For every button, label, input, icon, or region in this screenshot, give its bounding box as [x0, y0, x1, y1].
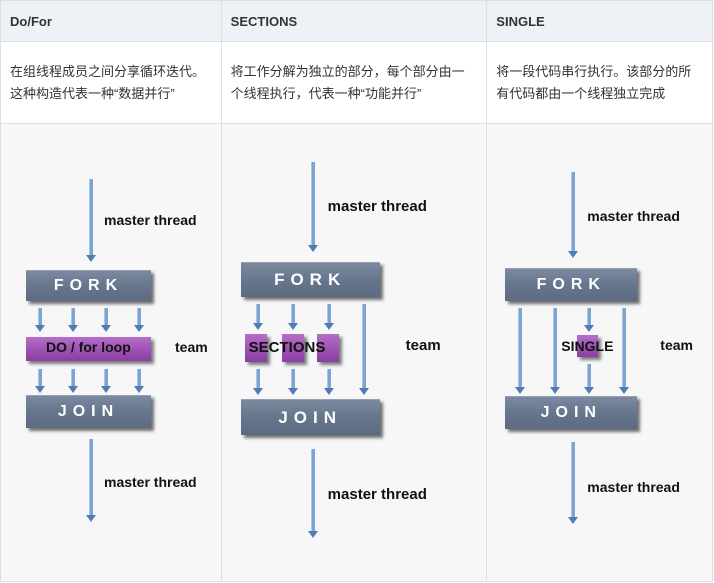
master-thread-label-bottom: master thread — [327, 486, 427, 503]
thread-arrow-4 — [619, 308, 630, 394]
description-sections: 将工作分解为独立的部分，每个部分由一个线程执行，代表一种“功能并行” — [220, 41, 488, 124]
join-box: JOIN — [505, 396, 638, 429]
single-out-arrow — [584, 364, 595, 394]
thread-arrow-2 — [550, 308, 561, 394]
diagram-row: master thread FORK DO / for loop team JO… — [0, 123, 713, 582]
master-thread-out-arrow — [307, 449, 318, 538]
master-thread-in-arrow — [307, 162, 318, 252]
master-thread-label-top: master thread — [327, 198, 427, 215]
join-arrow-1 — [252, 369, 263, 395]
sections-diagram: master thread FORK SECTIONS team JOIN ma… — [222, 124, 487, 581]
single-block — [577, 335, 599, 357]
thread-arrow-1 — [515, 308, 526, 394]
dofor-loop-block — [26, 337, 151, 361]
join-arrow-3 — [323, 369, 334, 395]
master-thread-in-arrow — [86, 179, 96, 262]
master-thread-label-top: master thread — [104, 212, 197, 228]
join-arrow-2 — [68, 369, 78, 393]
section-block-3 — [316, 334, 339, 362]
fork-arrow-1 — [252, 304, 263, 330]
section-block-2 — [281, 334, 304, 362]
join-box: JOIN — [240, 399, 380, 435]
fork-arrow-3 — [101, 308, 111, 332]
dofor-loop-label: DO / for loop — [46, 339, 131, 355]
bypass-thread-arrow — [358, 304, 369, 395]
sections-diagram-cell: master thread FORK SECTIONS team JOIN ma… — [220, 123, 488, 582]
join-arrow-3 — [101, 369, 111, 393]
description-row: 在组线程成员之间分享循环迭代。这种构造代表一种“数据并行” 将工作分解为独立的部… — [0, 41, 713, 124]
join-box: JOIN — [26, 395, 151, 428]
master-thread-label-bottom: master thread — [104, 474, 197, 490]
header-sections: SECTIONS — [220, 0, 488, 42]
team-label: team — [405, 337, 441, 354]
dofor-diagram: master thread FORK DO / for loop team JO… — [1, 124, 221, 581]
fork-arrow-1 — [35, 308, 45, 332]
description-single: 将一段代码串行执行。该部分的所有代码都由一个线程独立完成 — [486, 41, 713, 124]
join-arrow-1 — [35, 369, 45, 393]
header-dofor: Do/For — [0, 0, 222, 42]
fork-arrow-4 — [134, 308, 144, 332]
description-dofor: 在组线程成员之间分享循环迭代。这种构造代表一种“数据并行” — [0, 41, 222, 124]
fork-box: FORK — [240, 262, 380, 297]
dofor-diagram-cell: master thread FORK DO / for loop team JO… — [0, 123, 222, 582]
master-thread-label-bottom: master thread — [587, 479, 680, 495]
single-in-arrow — [584, 308, 595, 332]
fork-arrow-2 — [287, 304, 298, 330]
sections-label: SECTIONS — [248, 339, 326, 356]
fork-box: FORK — [26, 270, 151, 301]
master-thread-label-top: master thread — [587, 208, 680, 224]
team-label: team — [175, 339, 208, 355]
fork-arrow-3 — [323, 304, 334, 330]
header-single: SINGLE — [486, 0, 713, 42]
master-thread-in-arrow — [568, 172, 579, 258]
header-row: Do/For SECTIONS SINGLE — [0, 0, 713, 42]
team-label: team — [660, 337, 693, 353]
fork-box: FORK — [505, 268, 638, 301]
single-diagram-cell: master thread FORK SINGLE team JOIN mast… — [486, 123, 713, 582]
join-arrow-4 — [134, 369, 144, 393]
master-thread-out-arrow — [86, 439, 96, 522]
section-block-1 — [244, 334, 267, 362]
fork-arrow-2 — [68, 308, 78, 332]
single-label: SINGLE — [561, 338, 614, 354]
join-arrow-2 — [287, 369, 298, 395]
single-diagram: master thread FORK SINGLE team JOIN mast… — [487, 124, 712, 581]
master-thread-out-arrow — [568, 442, 579, 524]
